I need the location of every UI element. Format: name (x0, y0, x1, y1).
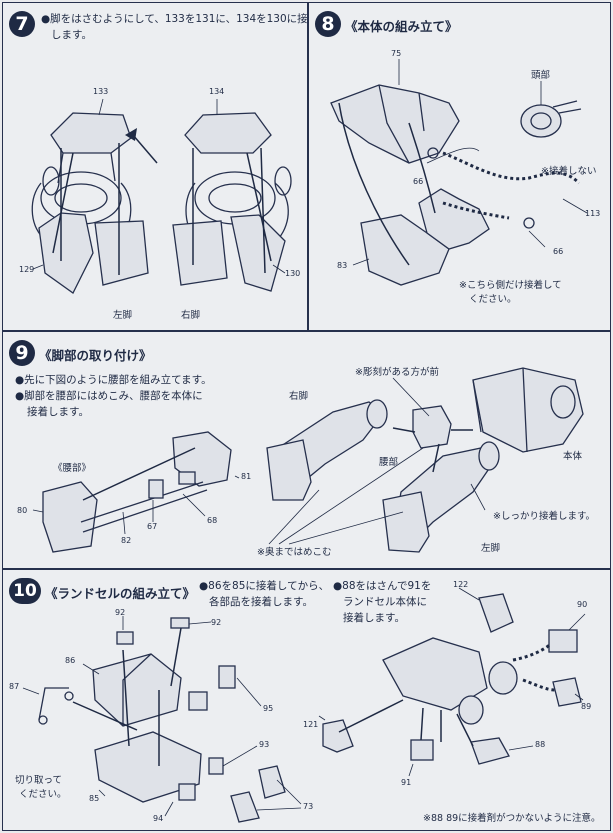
part-133: 133 (93, 87, 109, 96)
step8-title: 《本体の組み立て》 (345, 19, 458, 34)
part-129: 129 (19, 265, 35, 274)
part-82: 82 (121, 536, 132, 545)
one-side-note-line1: ※こちら側だけ接着して (459, 280, 562, 291)
part-130: 130 (285, 269, 301, 278)
step10-title: 《ランドセルの組み立て》 (45, 586, 196, 601)
part-94: 94 (153, 814, 164, 823)
part-92-a: 92 (115, 608, 126, 617)
glue-firmly-note: ※しっかり接着します。 (493, 511, 596, 522)
step9-title: 《脚部の取り付け》 (39, 348, 152, 363)
step10-text1-line2: 各部品を接着します。 (209, 596, 313, 608)
left-leg-label-9: 左脚 (481, 543, 501, 554)
step10-text2-line3: 接着します。 (343, 612, 405, 624)
step7-text-line2: します。 (51, 29, 92, 41)
step9-text-line3: 接着します。 (27, 406, 89, 418)
part-134: 134 (209, 87, 225, 96)
push-in-note: ※奥まではめこむ (257, 547, 332, 558)
cut-note-line2: ください。 (19, 789, 67, 800)
left-leg-label: 左脚 (113, 310, 133, 321)
step10-illustration (22, 587, 586, 823)
part-91: 91 (401, 778, 412, 787)
right-leg-label-9: 右脚 (289, 391, 309, 402)
no-glue-note: ※接着しない (541, 166, 597, 177)
step8-panel: 8 《本体の組み立て》 75 頭部 ※接着しない 66 113 66 83 ※こ… (308, 2, 611, 331)
step7-panel: 7 ●脚をはさむようにして、133を131に、134を130に接着 します。 (2, 2, 308, 331)
part-121: 121 (303, 720, 319, 729)
step10-text1-line1: ●86を85に接着してから、 (199, 580, 330, 592)
part-122: 122 (453, 580, 469, 589)
waist-label-2: 腰部 (379, 457, 399, 468)
glue-caution: ※88 89に接着剤がつかないように注意。 (423, 813, 601, 824)
step9-panel: 9 《脚部の取り付け》 ●先に下図のように腰部を組み立てます。 ●脚部を腰部には… (2, 331, 611, 569)
part-89: 89 (581, 702, 592, 711)
right-leg-label: 右脚 (181, 310, 201, 321)
part-95: 95 (263, 704, 274, 713)
part-66-b: 66 (553, 247, 564, 256)
part-80: 80 (17, 506, 28, 515)
one-side-note-line2: ください。 (469, 294, 517, 305)
part-73: 73 (303, 802, 314, 811)
step7-text-line1: ●脚をはさむようにして、133を131に、134を130に接着 (41, 13, 308, 25)
step9-text-line2: ●脚部を腰部にはめこみ、腰部を本体に (15, 390, 203, 402)
part-67: 67 (147, 522, 158, 531)
step7-illustration (31, 98, 292, 294)
waist-label: 《腰部》 (53, 463, 92, 474)
part-68: 68 (207, 516, 218, 525)
body-label: 本体 (563, 451, 583, 462)
part-83: 83 (337, 261, 348, 270)
part-92-b: 92 (211, 618, 222, 627)
part-75: 75 (391, 49, 402, 58)
part-86: 86 (65, 656, 76, 665)
part-88: 88 (535, 740, 546, 749)
cut-note-line1: 切り取って (15, 775, 63, 786)
step9-number: 9 (9, 340, 35, 366)
step10-number: 10 (9, 578, 41, 604)
part-81: 81 (241, 472, 252, 481)
step8-number: 8 (315, 11, 341, 37)
part-66-a: 66 (413, 177, 424, 186)
step10-text2-line2: ランドセル本体に (343, 596, 427, 608)
part-113: 113 (585, 209, 601, 218)
part-90: 90 (577, 600, 588, 609)
step10-panel: 10 《ランドセルの組み立て》 ●86を85に接着してから、 各部品を接着します… (2, 569, 611, 831)
step7-number: 7 (9, 11, 35, 37)
part-85: 85 (89, 794, 100, 803)
part-87: 87 (9, 682, 20, 691)
step10-text2-line1: ●88をはさんで91を (333, 580, 432, 592)
step9-illustration (32, 367, 584, 553)
head-label: 頭部 (531, 70, 551, 81)
front-note: ※彫刻がある方が前 (355, 367, 439, 378)
step8-illustration (330, 59, 588, 286)
step9-text-line1: ●先に下図のように腰部を組み立てます。 (15, 374, 212, 386)
part-93: 93 (259, 740, 270, 749)
